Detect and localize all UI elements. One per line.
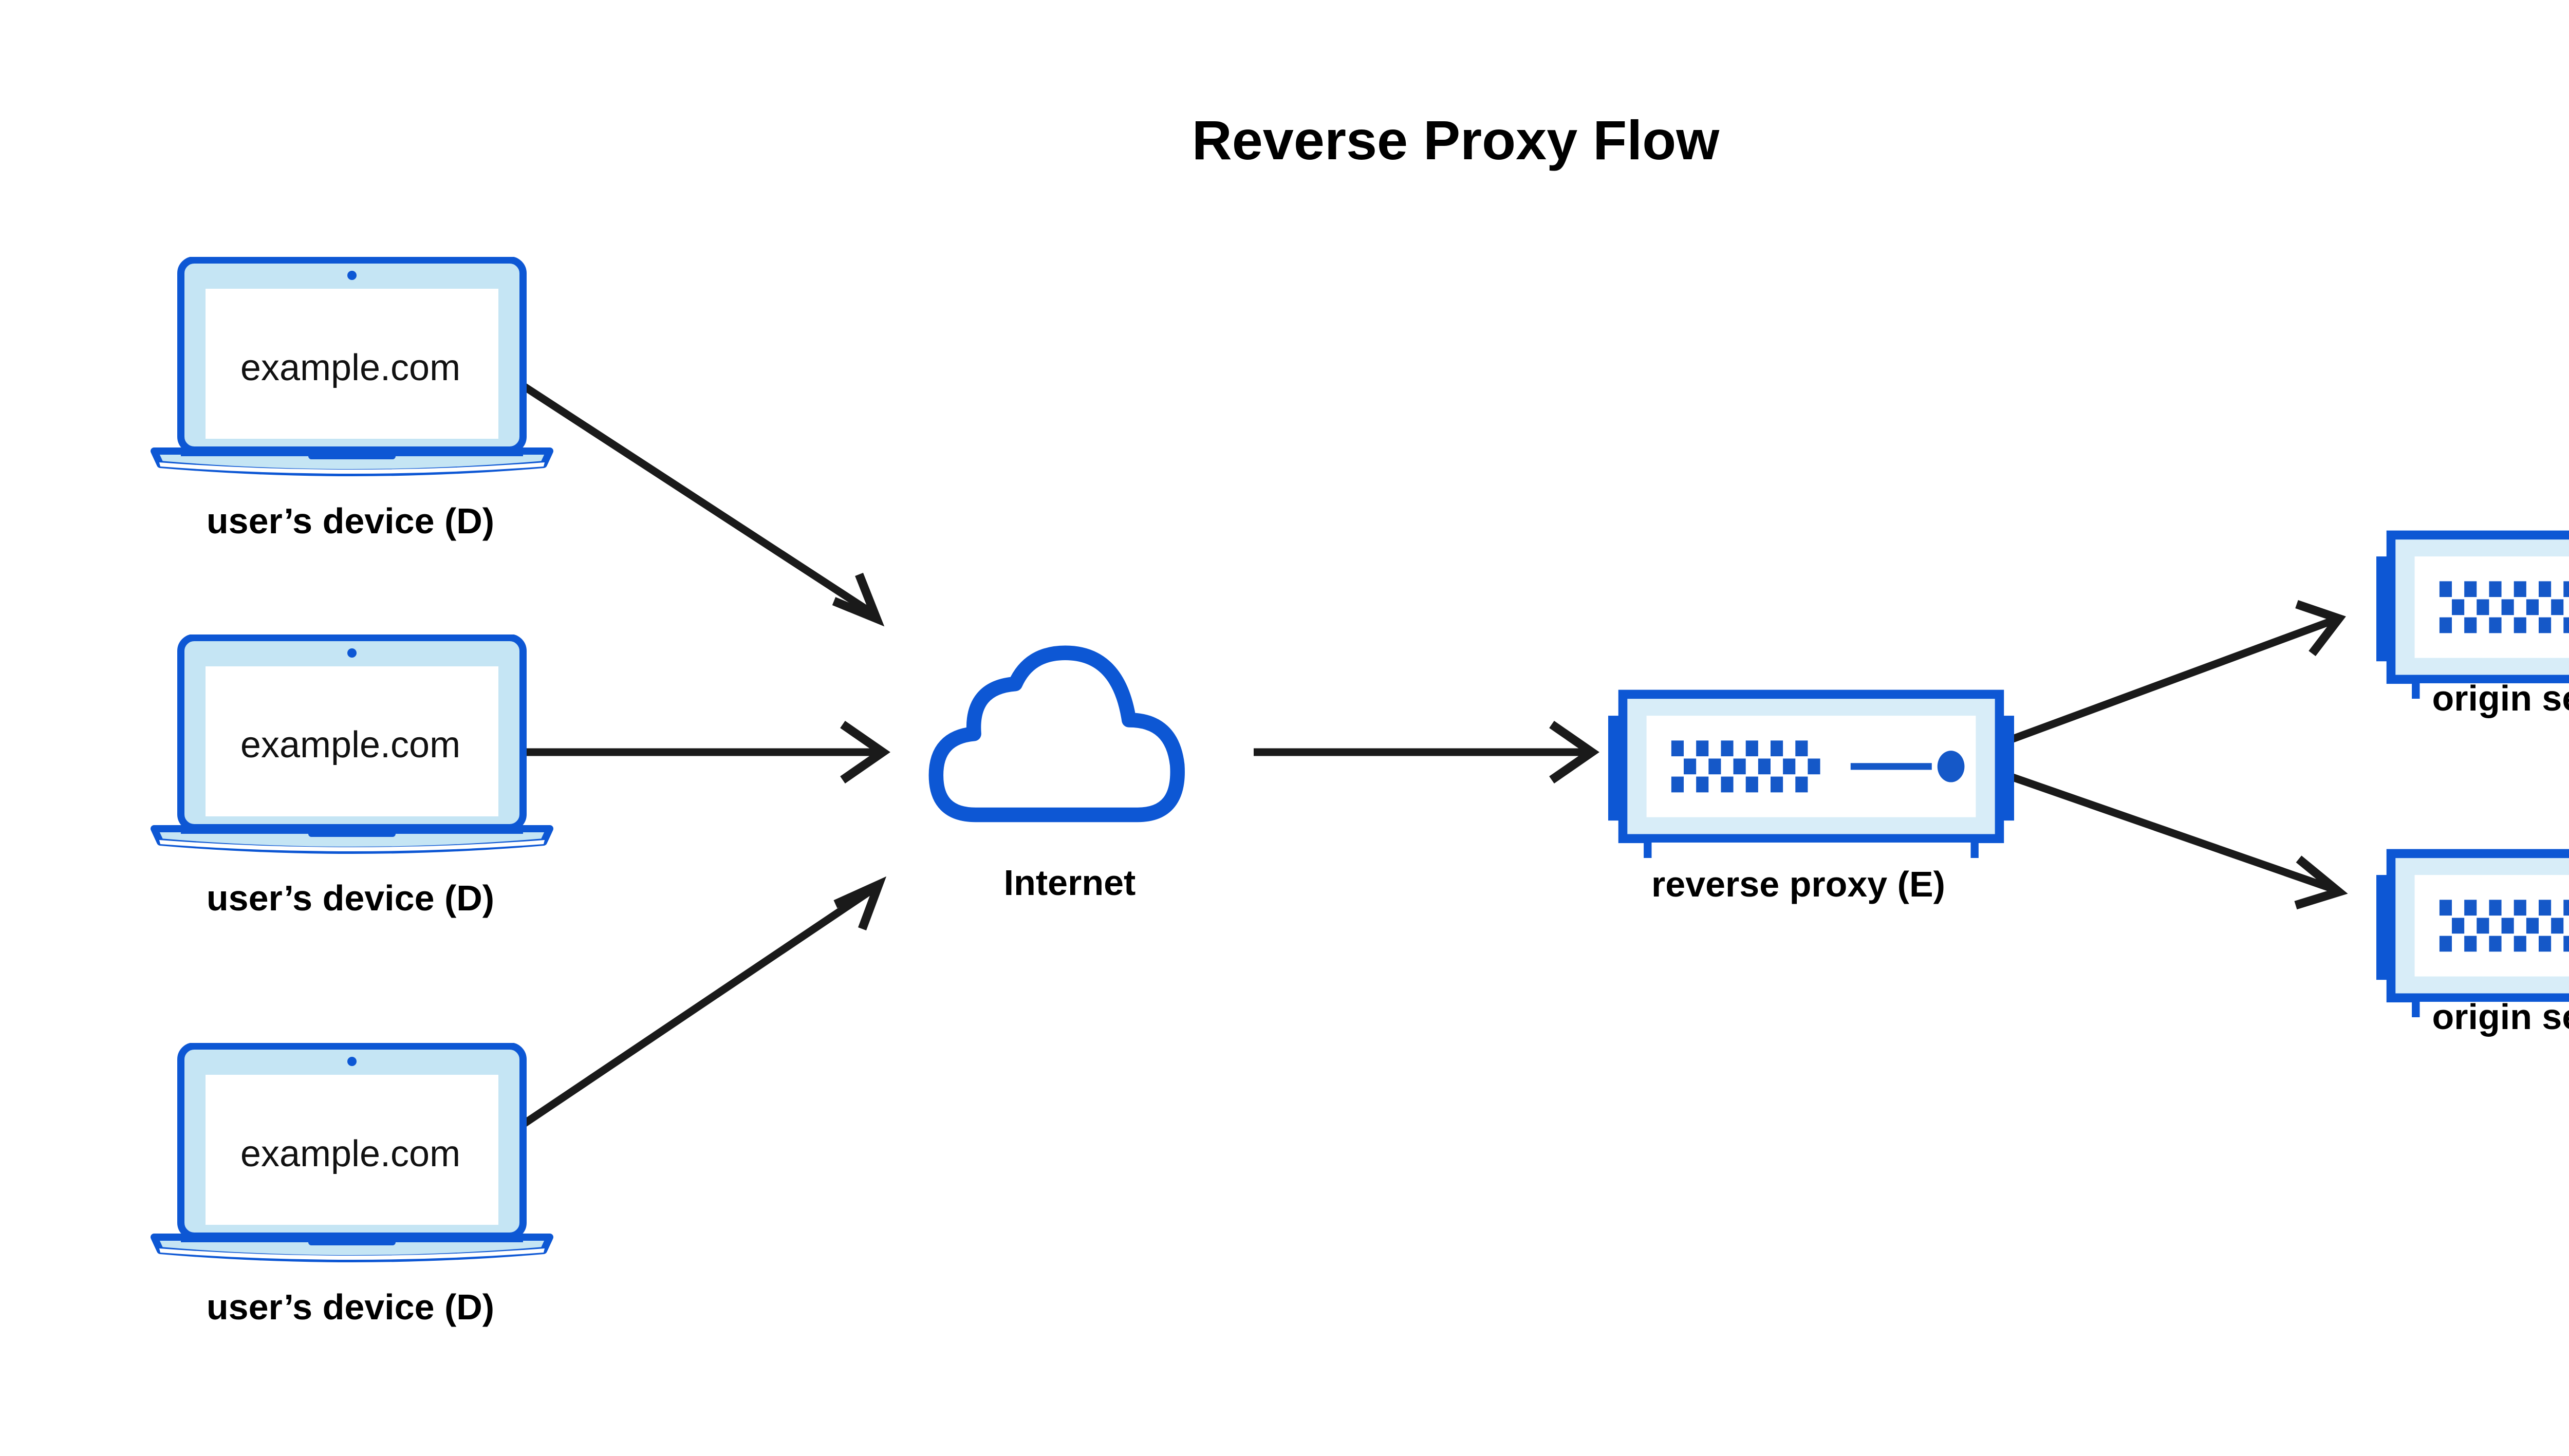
internet-label: Internet [1004,863,1136,903]
node-reverse-proxy[interactable]: reverse proxy (E) [1608,694,2014,904]
reverse-proxy-label: reverse proxy (E) [1651,864,1945,904]
cloud-icon [936,653,1178,815]
arrow-internet-to-proxy [1254,721,1599,783]
arrow-client-bottom-to-internet [504,876,887,1139]
client-screen-text: example.com [240,1133,460,1174]
arrow-proxy-to-origin-top [1992,600,2346,750]
origin-server-label: origin server (F) [2432,678,2569,718]
server-icon [1608,694,2014,862]
node-origin-bottom[interactable]: origin server (F) [2376,853,2569,1037]
client-label: user’s device (D) [207,501,494,541]
client-label: user’s device (D) [207,1287,494,1327]
client-screen-text: example.com [240,347,460,388]
connector-group [504,371,2348,1139]
node-client-middle[interactable]: example.com user’s device (D) [154,638,550,918]
client-screen-text: example.com [240,724,460,766]
page-title: Reverse Proxy Flow [1192,109,1720,171]
arrow-client-middle-to-internet [507,721,890,783]
origin-server-label: origin server (F) [2432,997,2569,1037]
node-client-top[interactable]: example.com user’s device (D) [154,260,550,541]
node-client-bottom[interactable]: example.com user’s device (D) [154,1046,550,1327]
node-internet[interactable]: Internet [936,653,1178,903]
arrow-proxy-to-origin-bottom [1992,767,2348,910]
client-label: user’s device (D) [207,878,494,918]
arrow-client-top-to-internet [504,371,885,627]
node-origin-top[interactable]: origin server (F) [2376,535,2569,718]
